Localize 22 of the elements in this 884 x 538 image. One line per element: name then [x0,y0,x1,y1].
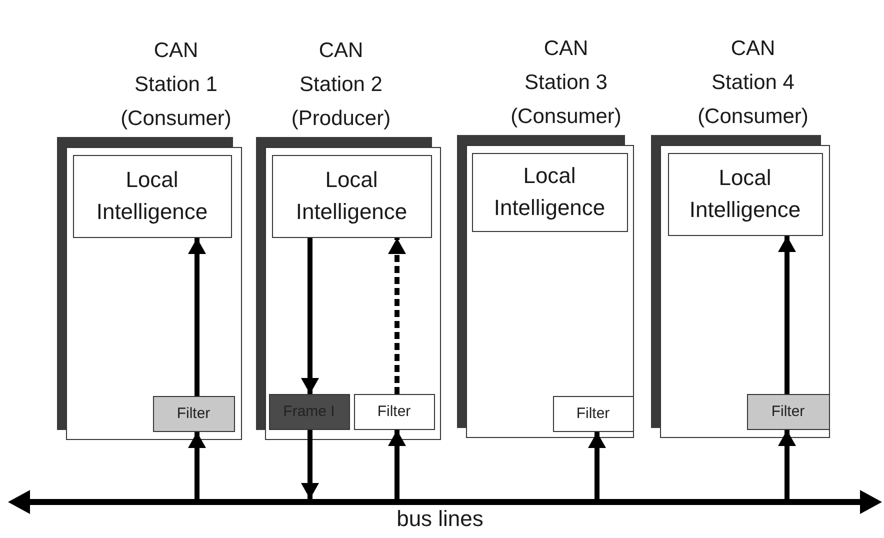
logic-box: Local Intelligence [272,154,432,238]
arrow [388,430,406,499]
filter-box: Filter [746,394,830,430]
filter-box: Filter [552,396,634,432]
filter-box: Filter [152,396,234,432]
arrow [301,430,319,499]
arrow [778,236,796,394]
arrow [388,238,406,394]
bus-label: bus lines [396,506,484,532]
arrow [588,432,606,499]
logic-box: Local Intelligence [72,154,232,238]
station-heading: CAN Station 1 (Consumer) [120,38,232,132]
arrow [188,432,206,499]
filter-box: Filter [354,394,434,430]
station-heading: CAN Station 4 (Consumer) [697,36,809,130]
logic-box: Local Intelligence [668,152,822,236]
station-heading: CAN Station 3 (Consumer) [510,36,622,130]
arrow [301,238,319,394]
station-heading: CAN Station 2 (Producer) [290,38,392,132]
arrow [778,430,796,499]
logic-box: Local Intelligence [472,152,628,232]
arrow [188,238,206,396]
